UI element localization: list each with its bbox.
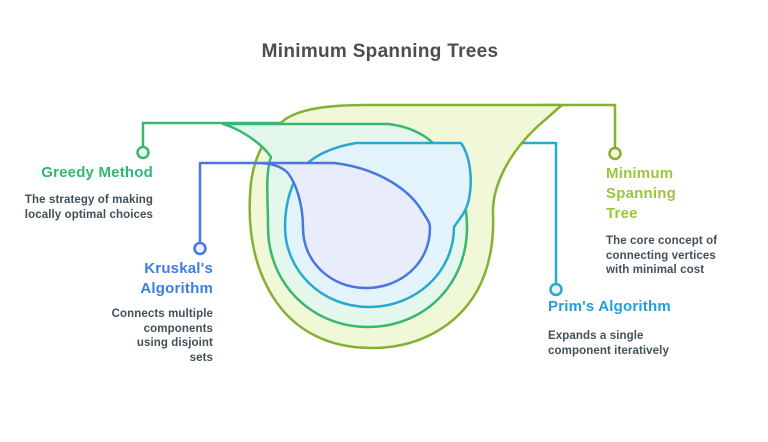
greedy-method-label: Greedy Method [41, 164, 153, 181]
kruskal-algorithm-description: Connects multiple components using disjo… [111, 308, 213, 364]
prim-algorithm-block: Prim's Algorithm Expands a single compon… [548, 297, 688, 358]
greedy-method-description: The strategy of making locally optimal c… [24, 194, 153, 221]
prim-algorithm-description: Expands a single component iteratively [548, 330, 669, 357]
greedy-connector-dot [136, 145, 150, 160]
kruskal-funnel-shape [252, 161, 432, 290]
kruskal-algorithm-label: Kruskal's Algorithm [140, 260, 213, 297]
kruskal-algorithm-block: Kruskal's Algorithm Connects multiple co… [111, 259, 213, 365]
minimum-spanning-tree-label: Minimum Spanning Tree [606, 165, 676, 222]
minimum-spanning-tree-block: Minimum Spanning Tree The core concept o… [606, 164, 738, 278]
kruskal-connector-dot [193, 241, 207, 256]
mst-connector-line [538, 103, 617, 149]
minimum-spanning-tree-description: The core concept of connecting vertices … [606, 235, 718, 276]
page-title: Minimum Spanning Trees [261, 41, 499, 62]
greedy-method-block: Greedy Method The strategy of making loc… [23, 163, 153, 222]
prim-connector-dot [549, 282, 563, 297]
mst-connector-dot [608, 146, 622, 161]
prim-algorithm-label: Prim's Algorithm [548, 298, 671, 315]
